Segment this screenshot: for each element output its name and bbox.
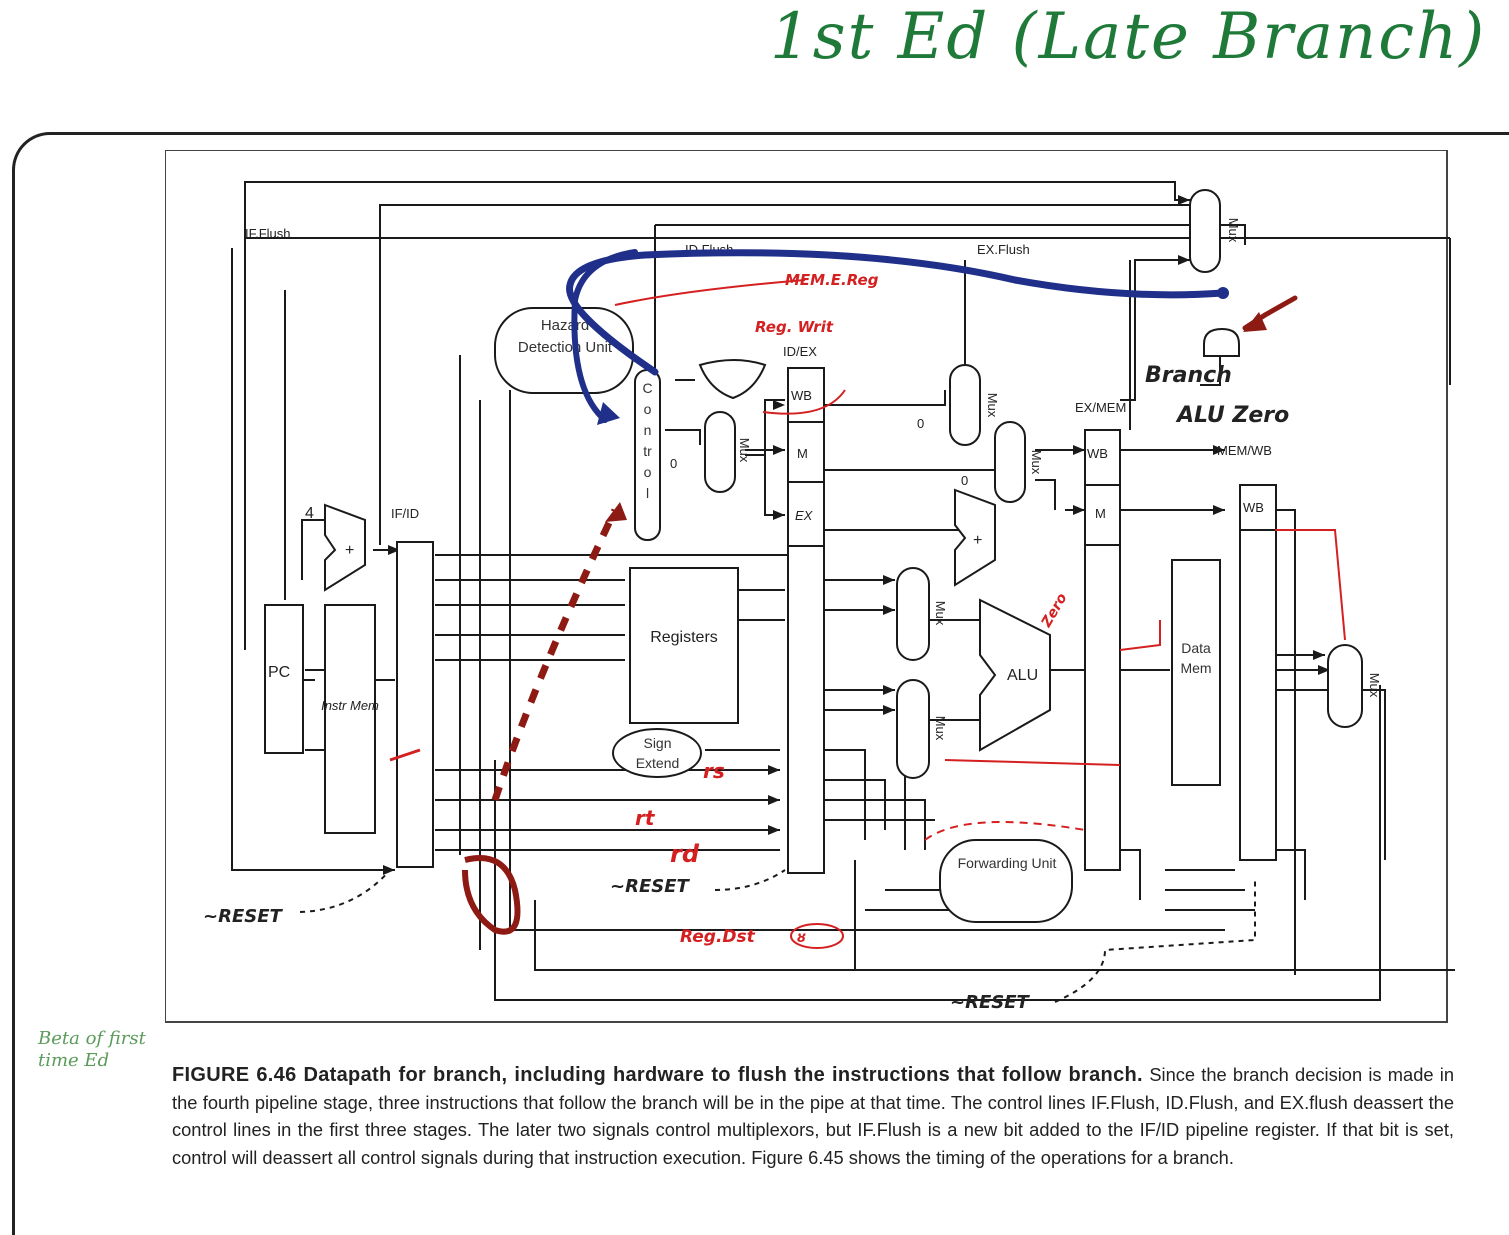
instr-mem bbox=[325, 605, 375, 833]
ex-flush-mux-m-label: Mux bbox=[1029, 450, 1044, 475]
pc-label: PC bbox=[268, 664, 290, 681]
adder-plus: + bbox=[345, 542, 354, 559]
ex-flush-mux-wb-zero: 0 bbox=[917, 416, 924, 431]
zero-annotation: Zero bbox=[1038, 590, 1071, 631]
alu-zero-annotation: ALU Zero bbox=[1175, 403, 1289, 428]
wb-mux-label: Mux bbox=[1367, 673, 1382, 698]
instr-mem-label: Instr Mem bbox=[321, 698, 379, 713]
id-ex-ex: EX bbox=[795, 508, 814, 523]
id-ex-label: ID/EX bbox=[783, 344, 817, 359]
alu-mux-a bbox=[897, 568, 929, 660]
branch-adder-plus: + bbox=[973, 532, 982, 549]
caption-title: FIGURE 6.46 Datapath for branch, includi… bbox=[172, 1064, 1143, 1086]
branch-and-gate bbox=[1204, 329, 1239, 356]
ex-flush-mux-wb-label: Mux bbox=[985, 393, 1000, 418]
ex-mem-m: M bbox=[1095, 506, 1106, 521]
id-flush-or-gate bbox=[700, 360, 765, 398]
rs-annotation: rs bbox=[703, 759, 725, 783]
if-id-label: IF/ID bbox=[391, 506, 419, 521]
hazard-detection-label: Hazard Detection Unit bbox=[515, 315, 615, 359]
alu-label: ALU bbox=[1007, 667, 1038, 684]
ex-flush-label: EX.Flush bbox=[977, 242, 1030, 257]
mem-wb-wb: WB bbox=[1243, 500, 1264, 515]
data-mem-label: Data Mem bbox=[1173, 638, 1219, 678]
reg-write-annotation: Reg. Writ bbox=[755, 318, 834, 336]
reset-id-annotation: ~RESET bbox=[610, 876, 690, 897]
wb-mux bbox=[1328, 645, 1362, 727]
if-flush-label: IF.Flush bbox=[245, 226, 291, 241]
reset-ex-annotation: ~RESET bbox=[950, 992, 1030, 1013]
reg-dst-annotation: Reg.Dst bbox=[680, 927, 756, 947]
ex-mem-label: EX/MEM bbox=[1075, 400, 1126, 415]
figure-caption: FIGURE 6.46 Datapath for branch, includi… bbox=[172, 1062, 1454, 1172]
forwarding-unit-label: Forwarding Unit bbox=[955, 852, 1059, 874]
control-mux-label: Mux bbox=[737, 438, 752, 463]
ex-flush-mux-m bbox=[995, 422, 1025, 502]
id-ex-m: M bbox=[797, 446, 808, 461]
ex-mem-register bbox=[1085, 430, 1120, 870]
rt-annotation: rt bbox=[635, 806, 656, 830]
registers-label: Registers bbox=[650, 629, 718, 646]
control-mux bbox=[705, 412, 735, 492]
datapath-diagram: PC Instr Mem 4 + IF/ID Hazard Detection … bbox=[165, 150, 1455, 1030]
alu-mux-a-label: Mux bbox=[933, 601, 948, 626]
pc-src-mux bbox=[1190, 190, 1220, 272]
id-ex-wb: WB bbox=[791, 388, 812, 403]
four-label: 4 bbox=[305, 505, 314, 522]
mem-to-reg-annotation: MEM.E.Reg bbox=[785, 271, 879, 289]
rd-annotation: rd bbox=[670, 840, 700, 868]
branch-annotation: Branch bbox=[1145, 363, 1232, 388]
mem-wb-label: MEM/WB bbox=[1217, 443, 1272, 458]
if-id-register bbox=[397, 542, 433, 867]
sign-extend-label: Sign Extend bbox=[620, 733, 695, 773]
id-ex-register bbox=[788, 368, 824, 873]
handwritten-title: 1st Ed (Late Branch) bbox=[770, 0, 1486, 74]
reset-if-annotation: ~RESET bbox=[203, 906, 283, 927]
blue-pen-stroke bbox=[570, 253, 1223, 372]
alu-mux-b-label: Mux bbox=[933, 716, 948, 741]
ex-flush-mux-wb bbox=[950, 365, 980, 445]
control-label: Control bbox=[643, 378, 653, 504]
ex-mem-wb: WB bbox=[1087, 446, 1108, 461]
pc-src-mux-label: Mux bbox=[1226, 218, 1241, 243]
alu-mux-b bbox=[897, 680, 929, 778]
control-mux-zero: 0 bbox=[670, 456, 677, 471]
ex-flush-mux-m-zero: 0 bbox=[961, 473, 968, 488]
mem-wb-register bbox=[1240, 485, 1276, 860]
margin-note: Beta of first time Ed bbox=[38, 1028, 158, 1072]
